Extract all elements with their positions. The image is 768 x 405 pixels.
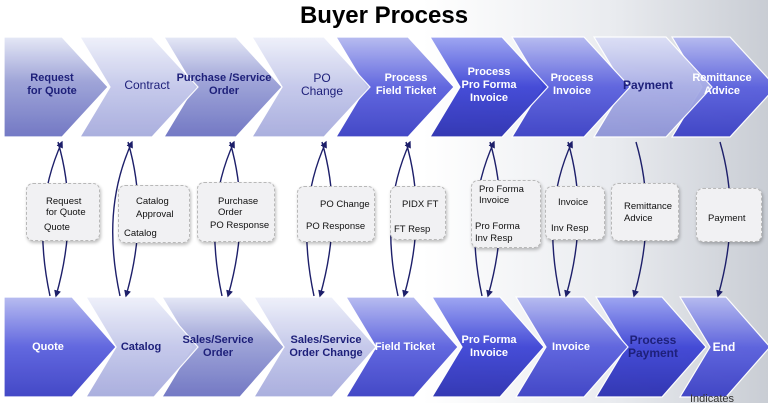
message-outbound-8: Advice — [624, 213, 653, 224]
page-title: Buyer Process — [299, 2, 469, 29]
bottom-label-1: Quote — [32, 340, 64, 353]
message-outbound-3: Purchase — [218, 196, 259, 207]
message-inbound-6: Pro Forma — [475, 221, 520, 232]
message-outbound-1: Request — [46, 196, 82, 207]
bottom-arrow-6 — [430, 296, 545, 398]
message-inbound-6: Inv Resp — [475, 233, 513, 244]
bottom-arrow-1 — [3, 296, 117, 398]
message-box-6 — [471, 180, 541, 248]
bottom-label-9: End — [712, 339, 736, 354]
connector-up-2 — [112, 140, 133, 297]
message-outbound-1: for Quote — [46, 207, 86, 218]
message-box-1 — [26, 183, 100, 241]
message-outbound-5: PIDX FT — [402, 199, 439, 210]
message-box-8 — [611, 183, 679, 241]
message-outbound-2: Catalog — [136, 196, 169, 207]
top-arrow-6 — [428, 36, 549, 138]
bottom-label-5: Field Ticket — [374, 340, 436, 353]
message-box-7 — [545, 186, 605, 240]
top-label-8: Payment — [622, 77, 674, 92]
message-box-3 — [197, 182, 275, 242]
message-outbound-4: PO Change — [320, 199, 370, 210]
message-inbound-1: Quote — [44, 222, 70, 233]
top-arrow-1 — [3, 36, 109, 138]
message-box-9 — [696, 188, 762, 242]
message-inbound-7: Inv Resp — [551, 223, 589, 234]
footer-note: Indicates — [690, 393, 735, 405]
message-outbound-3: Order — [218, 207, 243, 218]
message-inbound-9: Payment — [708, 213, 746, 224]
bottom-label-7: Invoice — [552, 340, 590, 353]
bottom-label-2: Catalog — [120, 340, 162, 353]
top-arrow-2 — [78, 36, 199, 138]
message-inbound-5: FT Resp — [394, 224, 431, 235]
message-outbound-6: Invoice — [479, 195, 510, 206]
message-inbound-3: PO Response — [210, 220, 270, 231]
message-inbound-4: PO Response — [306, 221, 366, 232]
top-label-2: Contract — [124, 77, 170, 92]
message-box-4 — [297, 186, 375, 242]
bottom-arrow-7 — [514, 296, 629, 398]
message-box-2 — [118, 185, 190, 243]
message-outbound-8: Remittance — [624, 201, 673, 212]
message-outbound-7: Invoice — [558, 197, 589, 208]
message-inbound-2: Catalog — [124, 228, 157, 239]
message-box-5 — [390, 186, 446, 240]
bottom-arrow-9 — [678, 296, 768, 398]
message-outbound-2: Approval — [136, 209, 174, 220]
message-outbound-6: Pro Forma — [479, 184, 524, 195]
